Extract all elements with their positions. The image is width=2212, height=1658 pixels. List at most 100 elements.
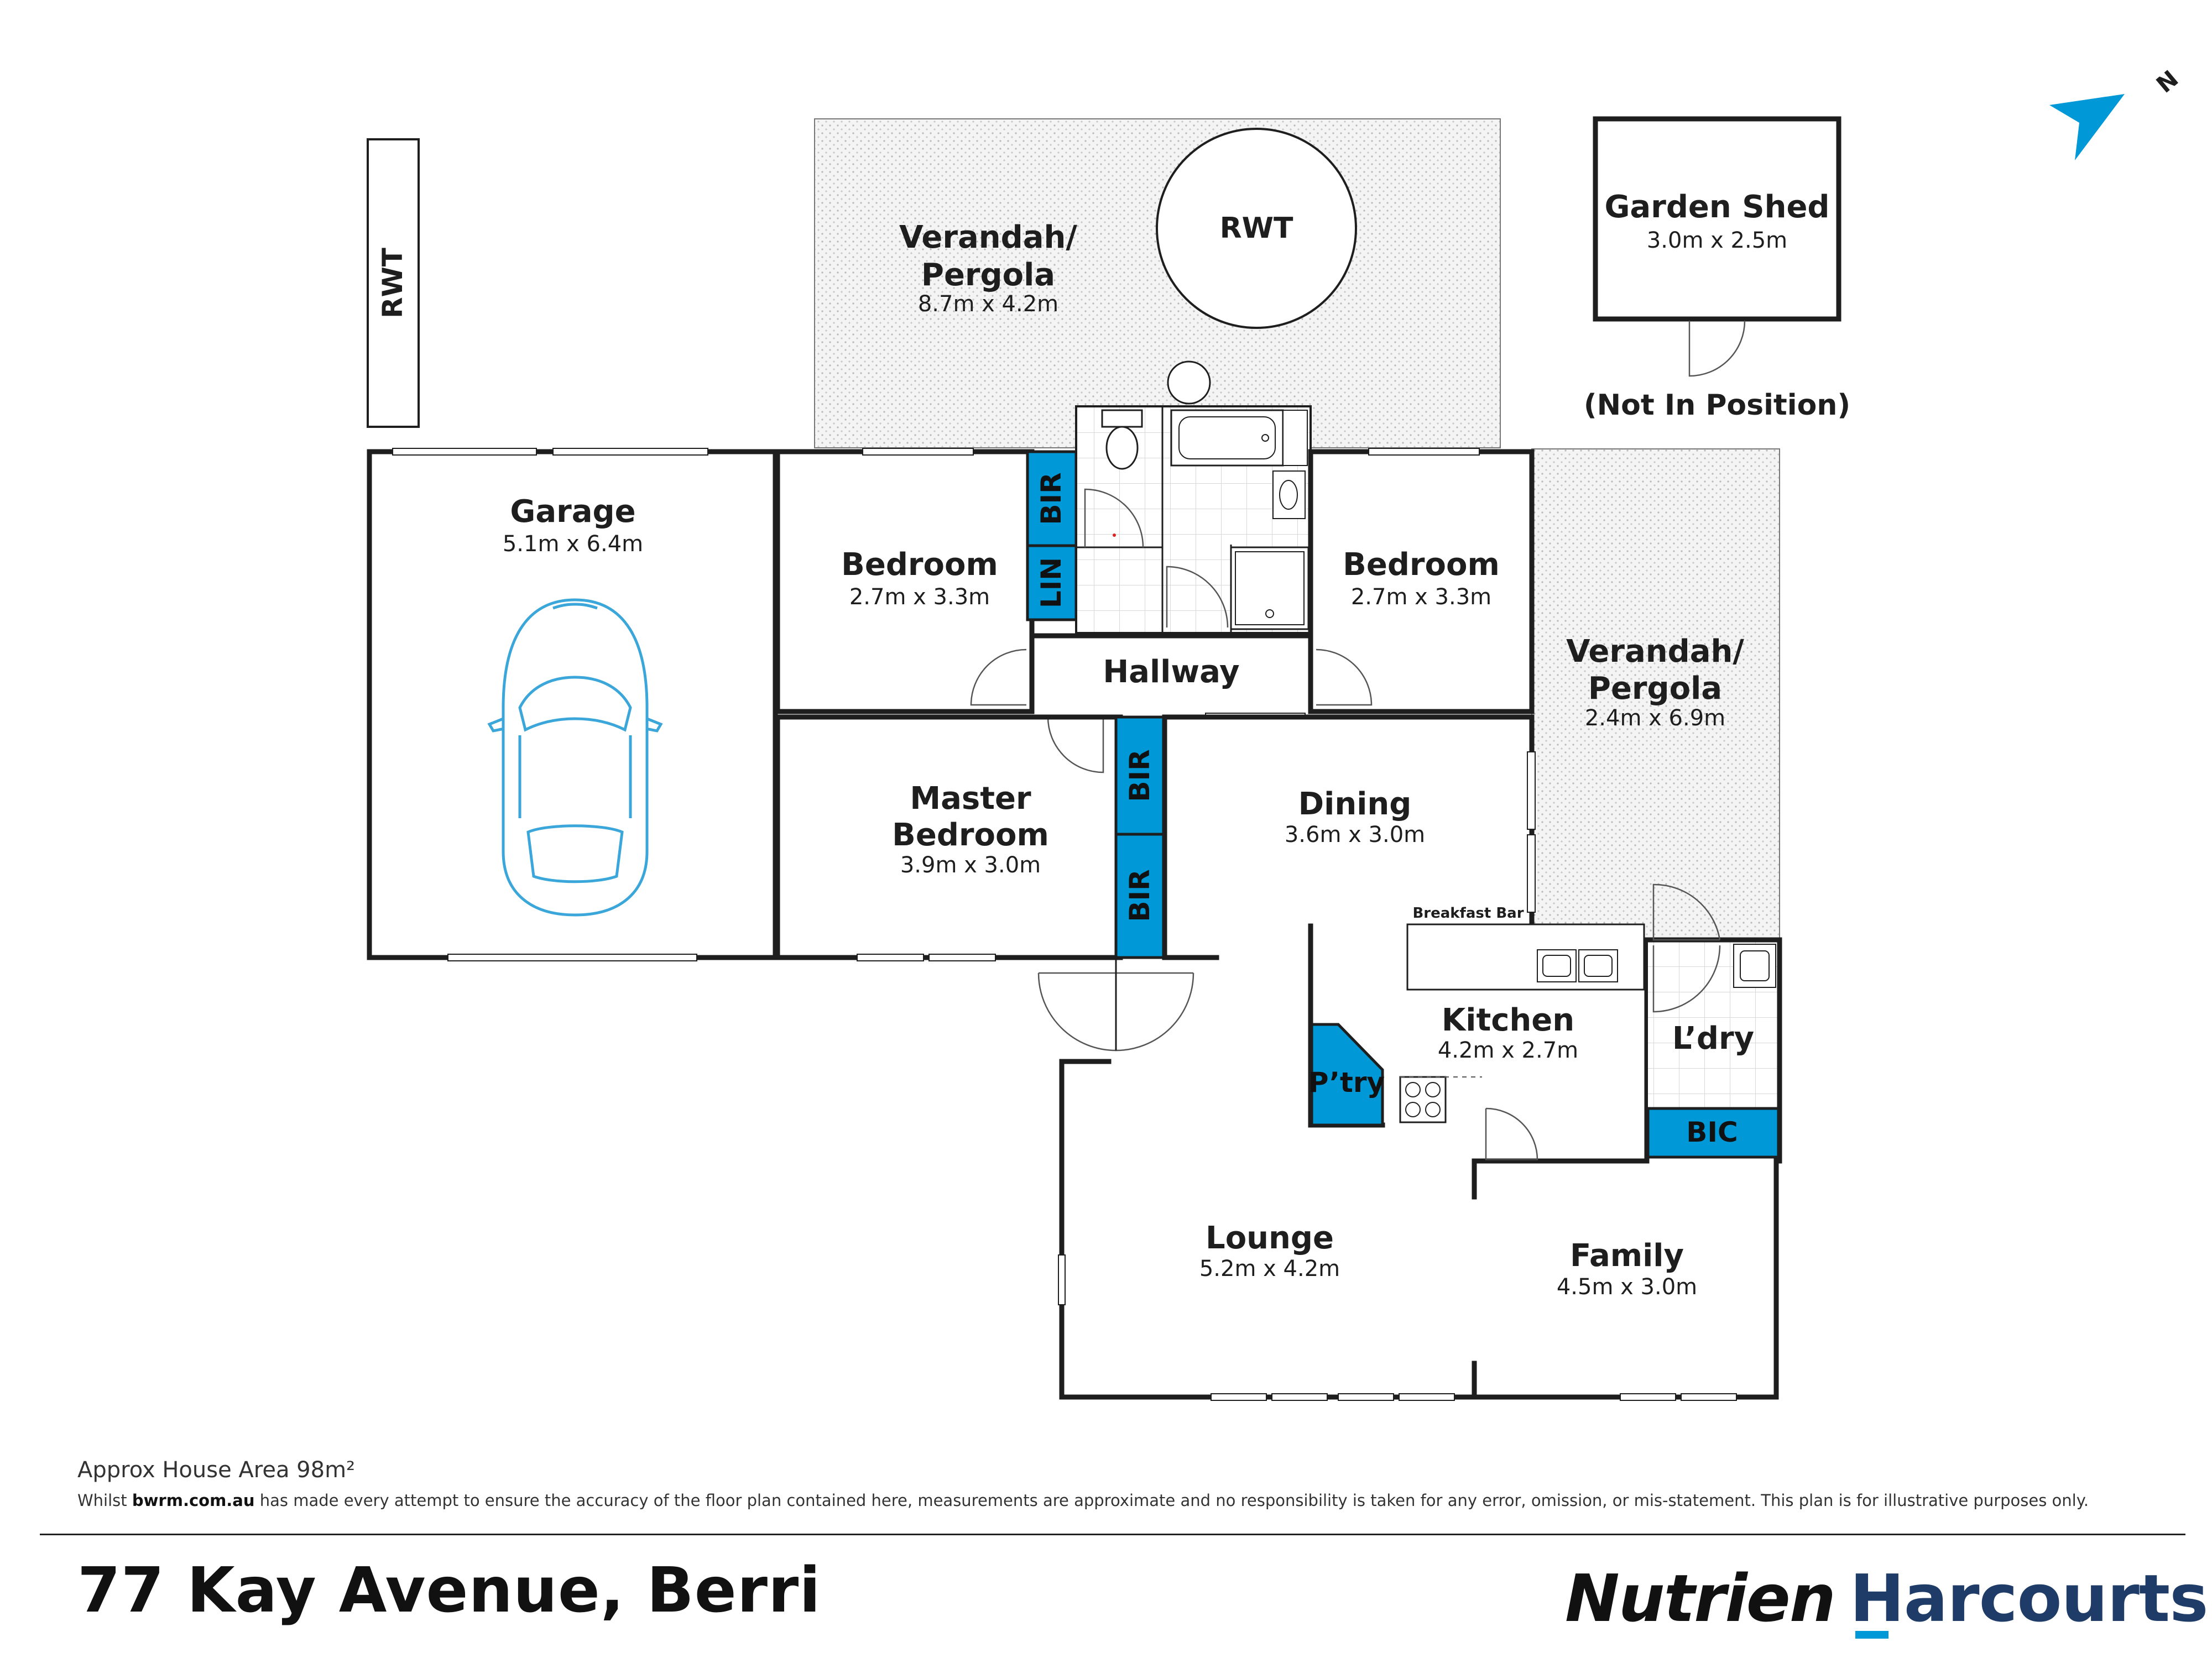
lounge-window-4 [1399, 1393, 1455, 1401]
bathroom-door [1166, 566, 1229, 628]
bedroom-right-door [1316, 648, 1373, 706]
dining-dims: 3.6m x 3.0m [1285, 822, 1425, 848]
entry-door-right [1115, 972, 1194, 1052]
lin-label: LIN [1035, 557, 1067, 608]
master-name-2: Bedroom [892, 817, 1049, 853]
lounge-window-3 [1338, 1393, 1394, 1401]
disclaimer-pre: Whilst [77, 1491, 132, 1510]
pantry-label: P’try [1308, 1066, 1385, 1099]
family-name: Family [1570, 1238, 1684, 1274]
bir-top-label: BIR [1035, 472, 1067, 525]
garage-window-1 [392, 448, 537, 456]
garden-shed: Garden Shed 3.0m x 2.5m (Not In Position… [1584, 116, 1850, 422]
wet-area [1075, 405, 1312, 634]
lounge-window-1 [1211, 1393, 1267, 1401]
hallway-name: Hallway [1103, 654, 1239, 690]
laundry-door [1652, 945, 1721, 1013]
bedroom-left-window [862, 448, 974, 456]
laundry: L’dry [1644, 883, 1782, 1164]
kitchen: Breakfast Bar Kitchen 4.2m x 2.7m [1308, 905, 1650, 1164]
kitchen-door [1485, 1107, 1538, 1161]
property-address: 77 Kay Avenue, Berri [77, 1555, 821, 1626]
garden-shed-name: Garden Shed [1604, 189, 1829, 225]
disclaimer: Whilst bwrm.com.au has made every attemp… [77, 1491, 2168, 1510]
master-name-1: Master [910, 781, 1031, 817]
bedroom-right: Bedroom 2.7m x 3.3m [1308, 448, 1535, 714]
toilet-icon [1101, 409, 1143, 470]
north-label: N [2151, 65, 2183, 98]
disclaimer-site: bwrm.com.au [132, 1491, 255, 1510]
master-dims: 3.9m x 3.0m [900, 852, 1041, 878]
cupboard-bir-master-1: BIR [1114, 715, 1166, 836]
master-bedroom: Master Bedroom 3.9m x 3.0m [775, 714, 1123, 961]
verandah-top-name-2: Pergola [921, 257, 1055, 293]
laundry-external-door [1652, 883, 1721, 941]
dining-slider-2 [1527, 834, 1536, 913]
kitchen-sink-icon [1537, 949, 1618, 982]
dining-name: Dining [1298, 786, 1412, 822]
toilet-door [1084, 488, 1144, 548]
dining-slider-1 [1527, 751, 1536, 830]
garage-name: Garage [510, 494, 635, 530]
entry-door-left [1037, 972, 1117, 1052]
lounge-name: Lounge [1206, 1220, 1334, 1256]
bedroom-right-dims: 2.7m x 3.3m [1351, 584, 1491, 610]
cooktop-icon [1399, 1076, 1447, 1123]
dining: Dining 3.6m x 3.0m [1162, 714, 1536, 960]
disclaimer-post: has made every attempt to ensure the acc… [254, 1491, 2089, 1510]
family-window-1 [1620, 1393, 1676, 1401]
bedroom-left-door [970, 648, 1027, 706]
bedroom-left: Bedroom 2.7m x 3.3m [775, 448, 1035, 714]
verandah-right-dims: 2.4m x 6.9m [1585, 705, 1725, 731]
trough-icon [1733, 944, 1776, 988]
harcourts-logo: Harcourts [1850, 1560, 2208, 1636]
lounge-side-window [1058, 1254, 1066, 1305]
family-dims: 4.5m x 3.0m [1557, 1274, 1697, 1300]
verandah-top: RWT Verandah/ Pergola 8.7m x 4.2m [814, 118, 1501, 448]
master-door [1047, 716, 1104, 773]
kitchen-name: Kitchen [1442, 1002, 1574, 1038]
bedroom-right-name: Bedroom [1343, 547, 1500, 583]
breakfast-bar-label: Breakfast Bar [1412, 905, 1524, 922]
rainwater-tank-round [1156, 128, 1357, 329]
hallway: Hallway [970, 633, 1373, 773]
footer-divider [40, 1534, 2185, 1535]
rwt-round-label: RWT [1220, 212, 1293, 245]
vanity-basin-icon [1272, 470, 1306, 519]
master-window-1 [857, 954, 924, 961]
family-window-2 [1681, 1393, 1737, 1401]
verandah-top-name-1: Verandah/ [899, 219, 1077, 255]
rwt-side: RWT [367, 138, 420, 428]
verandah-right-name-2: Pergola [1588, 671, 1722, 707]
harcourts-logo-bar [1855, 1631, 1888, 1639]
bic-label: BIC [1686, 1116, 1738, 1148]
north-arrow-icon: N [2049, 65, 2183, 160]
lounge-dims: 5.2m x 4.2m [1199, 1256, 1340, 1282]
master-window-2 [928, 954, 996, 961]
family: Family 4.5m x 3.0m [1557, 1238, 1737, 1401]
bic-cupboard: BIC [1646, 1107, 1780, 1159]
bathtub-icon [1170, 409, 1284, 467]
bedroom-left-dims: 2.7m x 3.3m [849, 584, 990, 610]
bedroom-left-name: Bedroom [841, 547, 998, 583]
rwt-side-label: RWT [377, 248, 409, 318]
garden-shed-note: (Not In Position) [1584, 389, 1850, 422]
pantry: P’try [1308, 1023, 1385, 1127]
cupboard-bir-master-2: BIR [1114, 833, 1166, 959]
cupboard-lin: LIN [1026, 544, 1078, 621]
shed-door [1688, 320, 1746, 377]
lounge: Lounge 5.2m x 4.2m [1058, 1059, 1779, 1401]
garage: Garage 5.1m x 6.4m [367, 448, 778, 961]
nutrien-logo: Nutrien [1565, 1560, 1836, 1636]
lounge-window-2 [1271, 1393, 1328, 1401]
garden-shed-dims: 3.0m x 2.5m [1647, 228, 1787, 253]
bir-master-2-label: BIR [1124, 869, 1156, 922]
garage-dims: 5.1m x 6.4m [503, 531, 643, 557]
verandah-top-dims: 8.7m x 4.2m [918, 291, 1058, 317]
car-icon [487, 598, 663, 917]
laundry-name: L’dry [1672, 1021, 1754, 1056]
house-area: Approx House Area 98m² [77, 1457, 356, 1483]
bedroom-right-window [1368, 448, 1480, 456]
verandah-right-name-1: Verandah/ [1566, 634, 1744, 670]
